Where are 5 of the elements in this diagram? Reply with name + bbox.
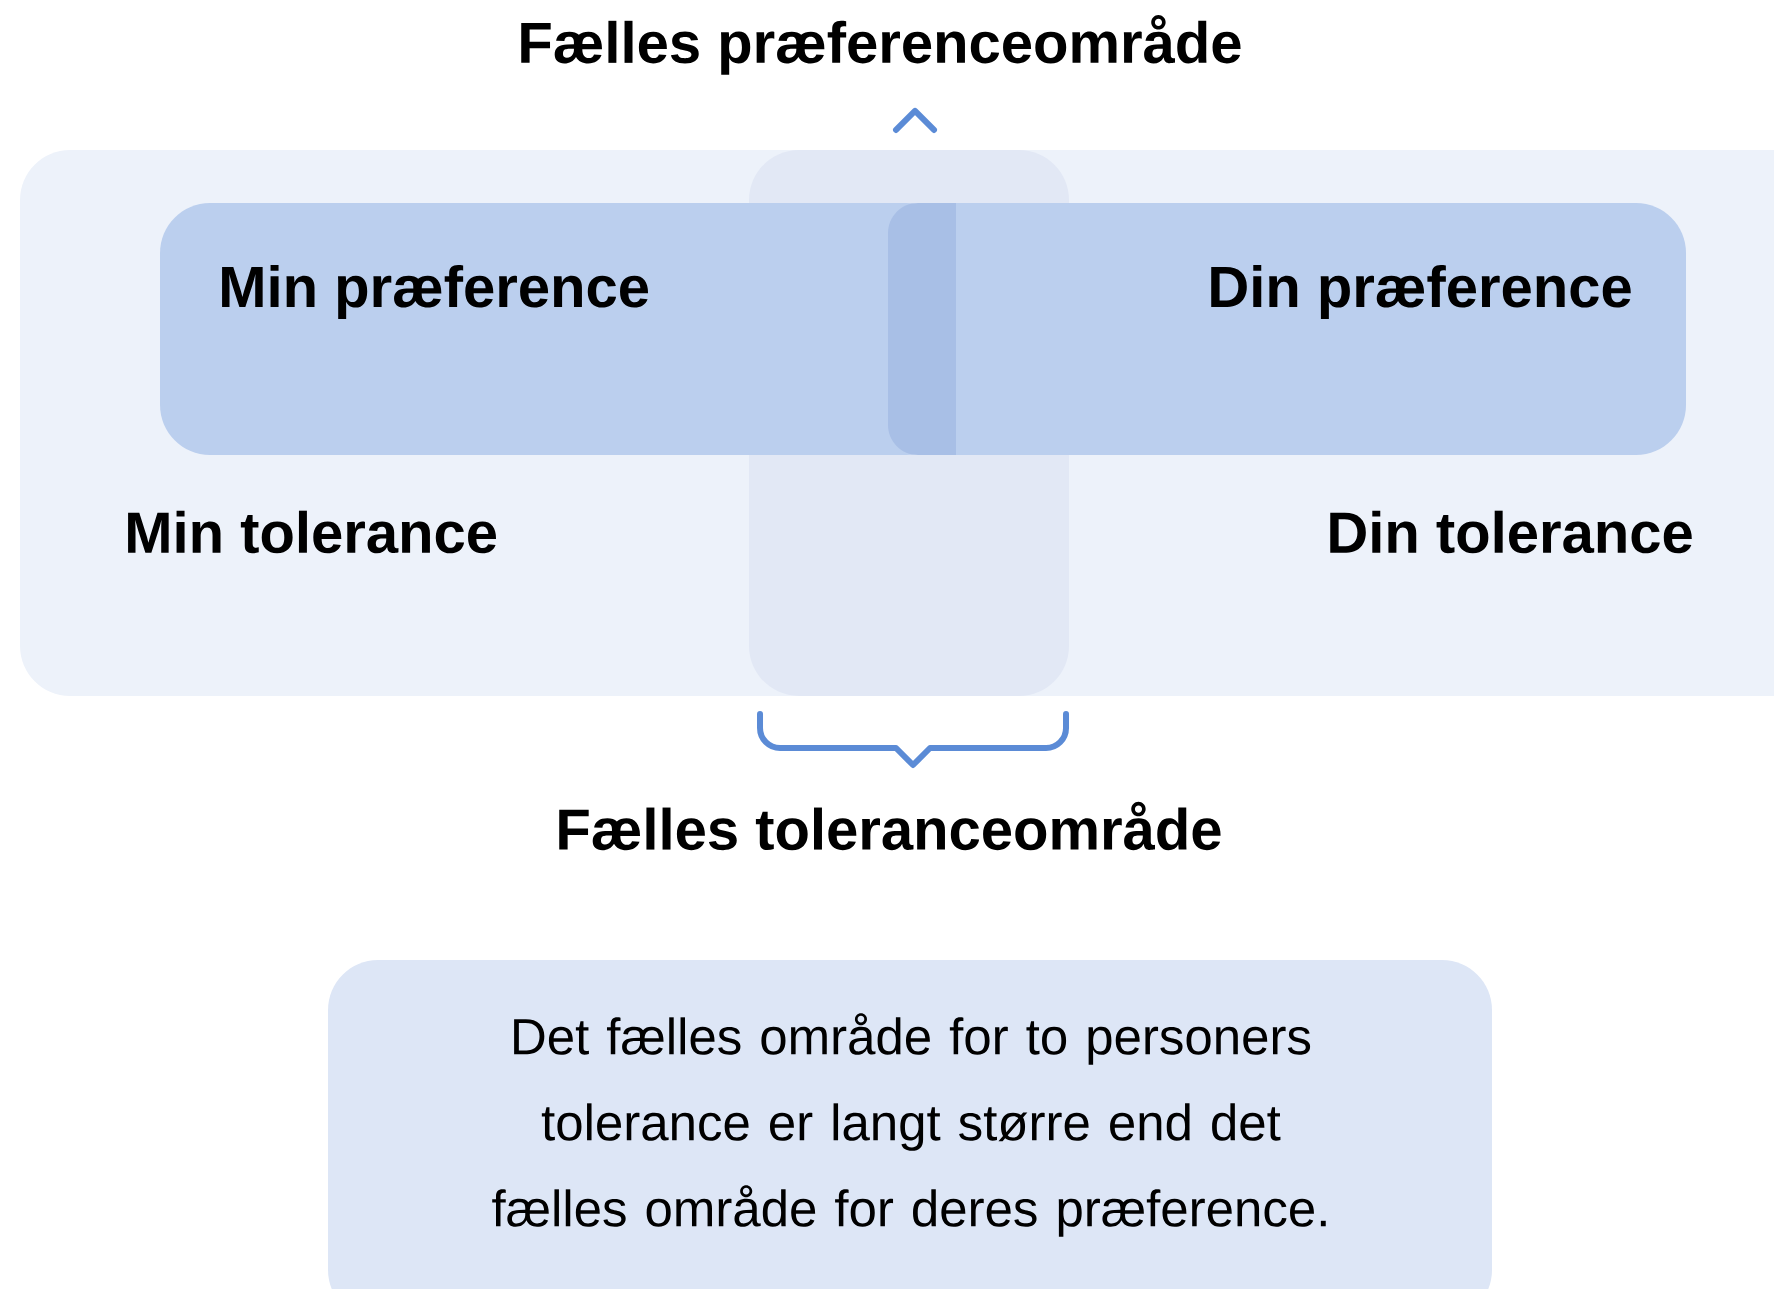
area-label: Fælles præferenceområde [521,15,1241,75]
note-box: Det fælles område for to personers tolerance er langt større end det fælles område for deres præference. [328,960,1492,1289]
preference-box: Min præference [160,203,956,455]
preference-box: Din præference [956,203,1686,455]
area-label: Fælles toleranceområde [559,801,1221,851]
